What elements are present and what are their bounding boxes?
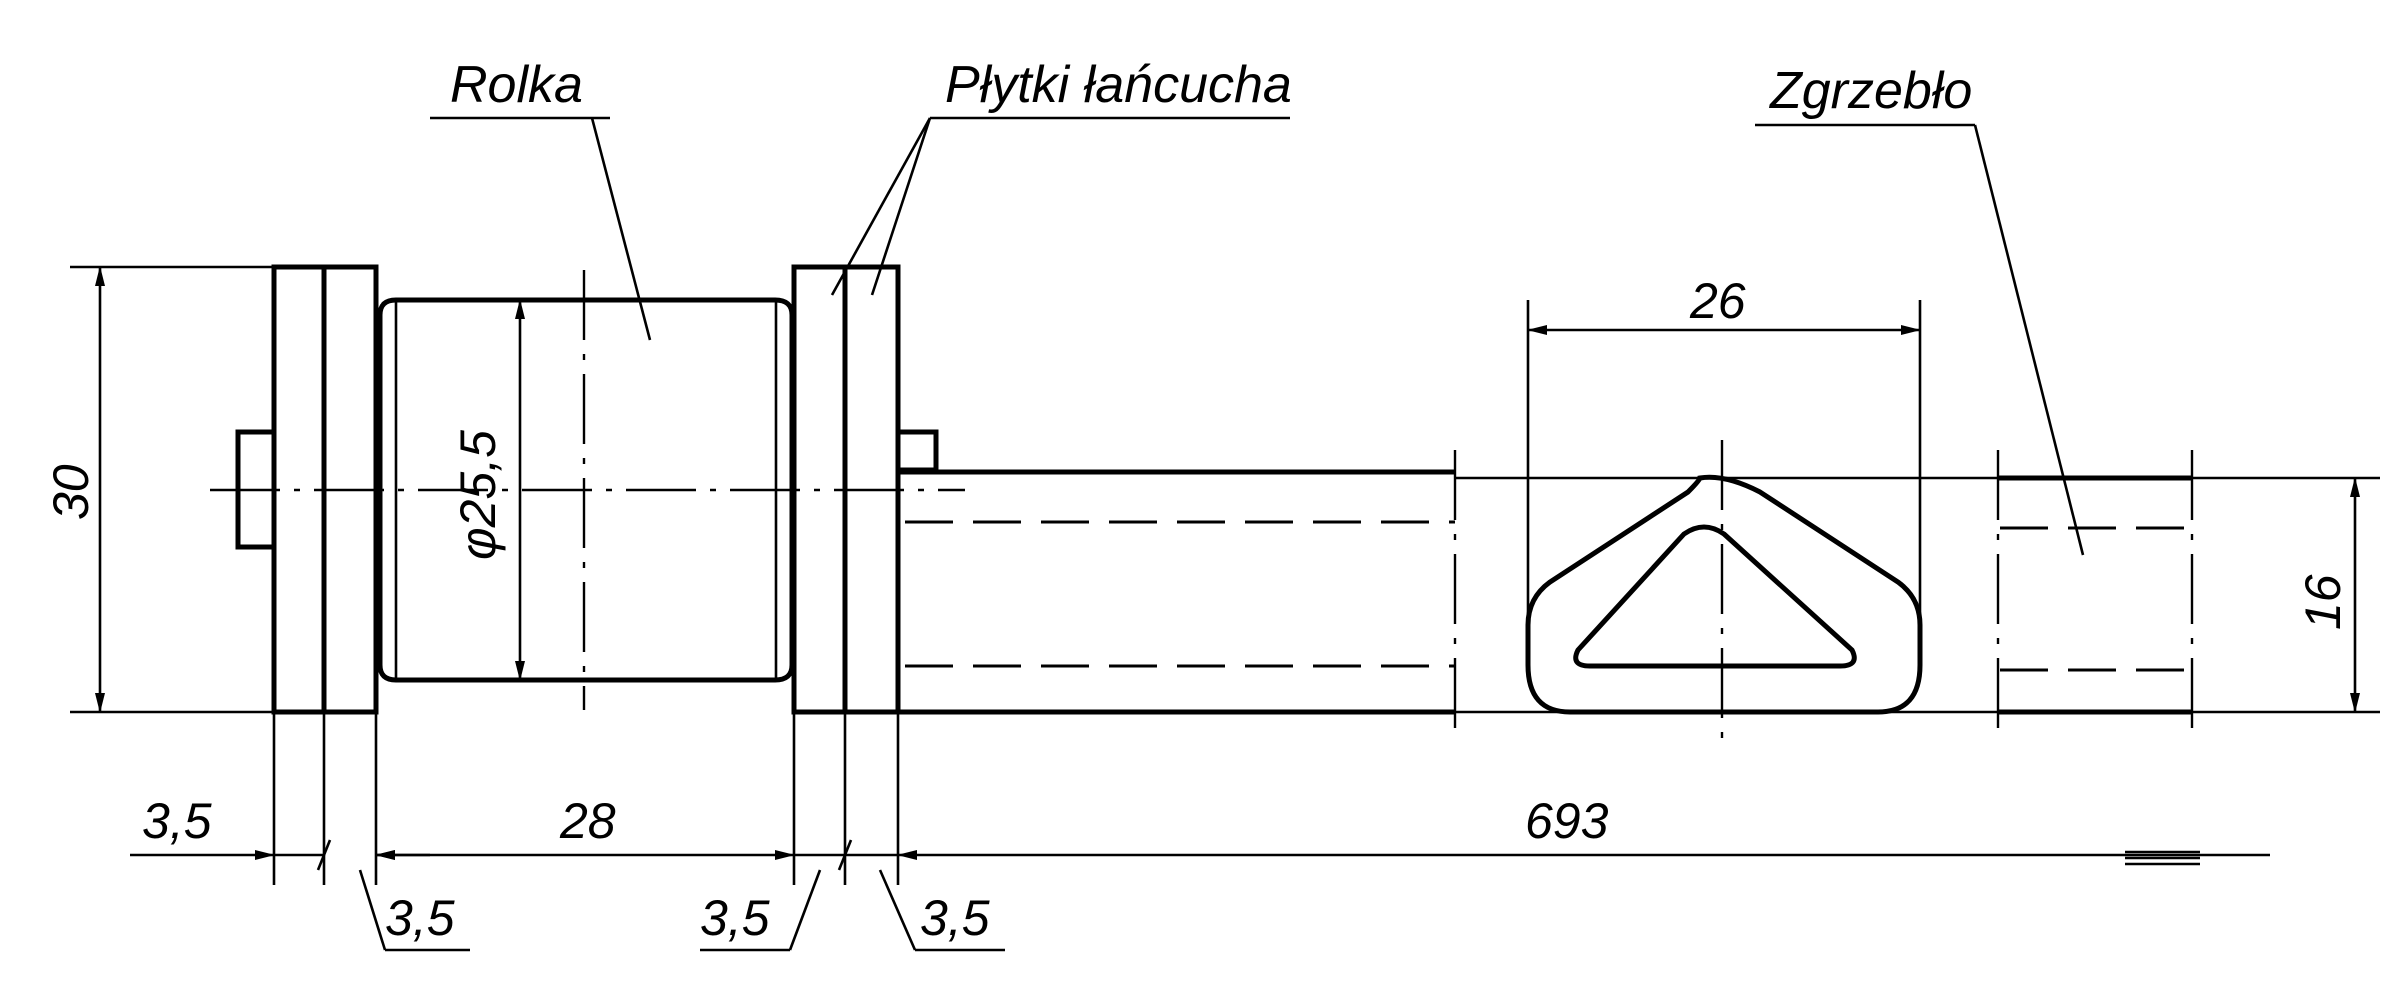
- pin-end-right: [895, 429, 939, 473]
- dim-scraper-length: 693: [1525, 793, 1609, 849]
- center-lines: [210, 270, 1724, 745]
- dim-plate-left-outer: 3,5: [142, 793, 212, 849]
- leader-lines: [358, 116, 2085, 952]
- dim-profile-height: 16: [2295, 574, 2351, 630]
- label-chain-plates: Płytki łańcucha: [945, 56, 1292, 114]
- dim-plate-right-outer: 3,5: [920, 890, 990, 946]
- dim-roller-diameter: φ25,5: [450, 430, 506, 560]
- dim-profile-width: 26: [1689, 273, 1746, 329]
- dim-plate-left-inner: 3,5: [385, 890, 455, 946]
- dim-height-30: 30: [43, 464, 99, 520]
- dim-roller-length: 28: [559, 793, 616, 849]
- label-roller: Rolka: [450, 56, 583, 114]
- dimension-lines: [95, 266, 2360, 871]
- scraper-side-view: [898, 450, 2380, 730]
- dim-plate-right-inner: 3,5: [700, 890, 770, 946]
- label-scraper: Zgrzebło: [1768, 62, 1972, 120]
- scraper-profile-section: [1525, 474, 1923, 715]
